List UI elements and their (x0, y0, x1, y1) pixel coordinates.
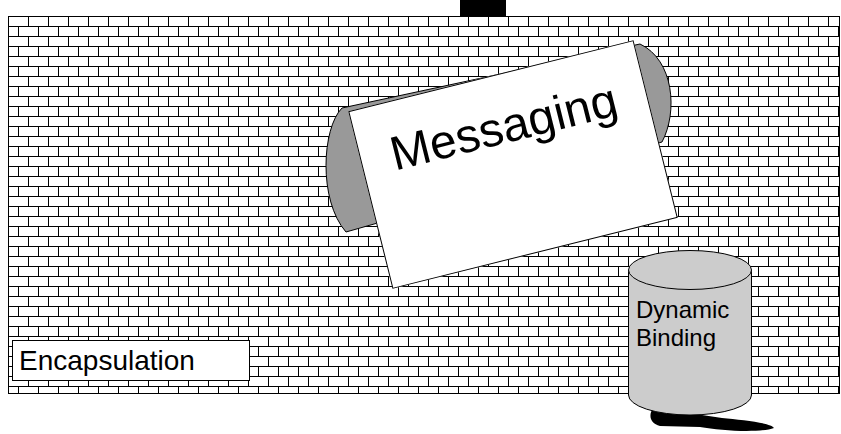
can-lid (629, 251, 752, 290)
brick-wall-back (9, 17, 840, 394)
node-label: Dynamic Binding (636, 296, 744, 351)
label-box: Encapsulation (12, 340, 250, 381)
can-body (629, 270, 752, 415)
paint-can: Dynamic Binding (628, 250, 752, 415)
brick-wall (9, 17, 840, 394)
node-label: Encapsulation (19, 345, 249, 377)
wall-top-block (460, 0, 506, 17)
